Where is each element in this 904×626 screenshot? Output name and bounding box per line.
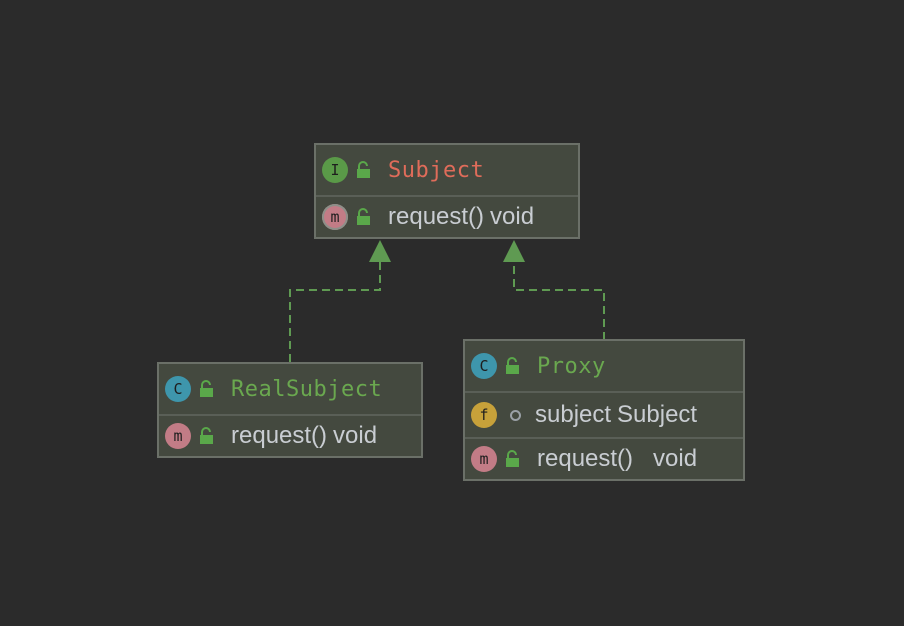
unlocked-icon xyxy=(506,357,519,374)
edge-proxy-to-subject xyxy=(513,262,605,340)
interface-icon: I xyxy=(322,157,348,183)
class-icon: C xyxy=(471,353,497,379)
field-name: subject xyxy=(535,401,612,428)
unlocked-icon xyxy=(357,161,370,178)
node-title: Subject xyxy=(388,157,485,183)
method-name: request() xyxy=(231,422,328,449)
package-private-icon xyxy=(510,409,521,421)
method-return-type: void xyxy=(490,203,535,230)
method-signature: request() void xyxy=(537,445,697,473)
node-header: C RealSubject xyxy=(159,364,421,414)
method-signature: request()void xyxy=(231,422,377,450)
method-return-type: void xyxy=(653,445,698,472)
unlocked-icon xyxy=(506,450,519,467)
node-header: C Proxy xyxy=(465,341,743,391)
node-subject[interactable]: I Subject m request()void xyxy=(314,143,580,239)
edge-realsubject-to-subject xyxy=(289,262,381,362)
method-name: request() xyxy=(388,203,485,230)
node-title: RealSubject xyxy=(231,376,383,402)
node-title: Proxy xyxy=(537,353,606,379)
field-type: Subject xyxy=(617,401,698,428)
method-icon: m xyxy=(471,446,497,472)
method-row[interactable]: m request()void xyxy=(316,195,578,237)
node-header: I Subject xyxy=(316,145,578,195)
method-signature: request()void xyxy=(388,203,534,231)
method-row[interactable]: m request()void xyxy=(159,414,421,456)
arrowhead-proxy-subject xyxy=(503,240,525,262)
method-row[interactable]: m request() void xyxy=(465,437,743,479)
field-icon: f xyxy=(471,402,497,428)
unlocked-icon xyxy=(200,380,213,397)
method-icon: m xyxy=(322,204,348,230)
unlocked-icon xyxy=(200,427,213,444)
class-icon: C xyxy=(165,376,191,402)
unlocked-icon xyxy=(357,208,370,225)
method-return-type: void xyxy=(333,422,378,449)
arrowhead-realsubject-subject xyxy=(369,240,391,262)
method-icon: m xyxy=(165,423,191,449)
node-realsubject[interactable]: C RealSubject m request()void xyxy=(157,362,423,458)
method-name: request() xyxy=(537,445,634,472)
